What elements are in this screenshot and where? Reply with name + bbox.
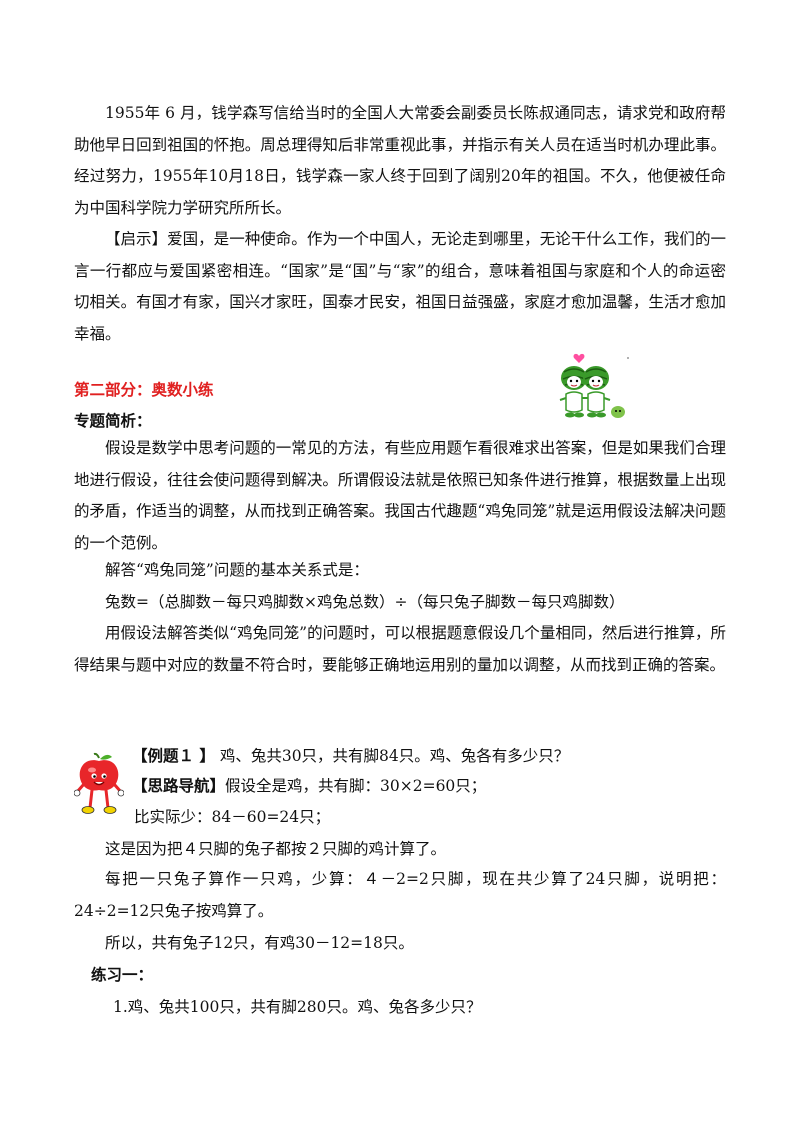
- example1-question: 鸡、兔共30只，共有脚84只。鸡、兔各有多少只？: [214, 747, 570, 765]
- guide-label: 【思路导航】: [132, 777, 226, 795]
- watermelon-kids-icon: [552, 352, 632, 432]
- guide-text: 假设全是鸡，共有脚：30×2=60只；: [225, 777, 487, 795]
- practice1-heading: 练习一：: [91, 966, 154, 984]
- example1-guide-line: 【思路导航】假设全是鸡，共有脚：30×2=60只；: [132, 775, 486, 797]
- example1-label: 【例题１ 】: [132, 747, 215, 765]
- story-paragraph: 1955年 6 月，钱学森写信给当时的全国人大常委会副委员长陈叔通同志，请求党和…: [74, 104, 726, 217]
- formula: 兔数=（总脚数－每只鸡脚数×鸡兔总数）÷（每只兔子脚数－每只鸡脚数）: [105, 593, 625, 611]
- intro-paragraph: 假设是数学中思考问题的一常见的方法，有些应用题乍看很难求出答案，但是如果我们合理…: [74, 439, 726, 552]
- example1-step4: 所以，共有兔子12只，有鸡30－12=18只。: [105, 934, 414, 952]
- practice1-q1: 1.鸡、兔共100只，共有脚280只。鸡、兔各多少只？: [113, 998, 482, 1016]
- method-paragraph: 用假设法解答类似“鸡兔同笼”的问题时，可以根据题意假设几个量相同，然后进行推算，…: [74, 624, 726, 674]
- example1-question-line: 【例题１ 】 鸡、兔共30只，共有脚84只。鸡、兔各有多少只？: [132, 745, 569, 767]
- example1-step3: 每把一只兔子算作一只鸡，少算：４－2=2只脚，现在共少算了24只脚，说明把：24…: [74, 870, 726, 920]
- intro-heading: 专题简析：: [74, 412, 152, 430]
- example1-step2: 这是因为把４只脚的兔子都按２只脚的鸡计算了。: [105, 840, 447, 858]
- relation-intro: 解答“鸡兔同笼”问题的基本关系式是：: [105, 561, 369, 579]
- enlighten-label: 【启示】: [105, 230, 168, 248]
- enlighten-paragraph: 【启示】爱国，是一种使命。作为一个中国人，无论走到哪里，无论干什么工作，我们的一…: [74, 224, 726, 350]
- example1-step1: 比实际少：84－60=24只；: [134, 808, 331, 826]
- part2-heading: 第二部分：奥数小练: [74, 381, 214, 399]
- enlighten-text: 爱国，是一种使命。作为一个中国人，无论走到哪里，无论干什么工作，我们的一言一行都…: [74, 230, 726, 343]
- apple-mascot-icon: [73, 752, 125, 818]
